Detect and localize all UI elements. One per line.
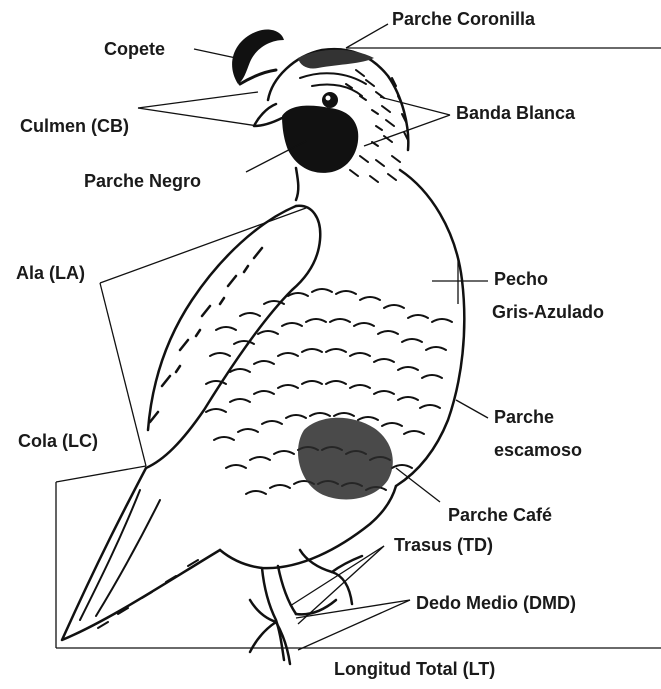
leader-escamoso — [456, 400, 488, 418]
leader-cafe — [396, 468, 440, 502]
label-trasus: Trasus (TD) — [394, 535, 493, 556]
label-ala: Ala (LA) — [16, 263, 85, 284]
leader-trasus-2 — [298, 546, 384, 624]
leader-coronilla — [346, 24, 388, 48]
leader-culmen-1 — [138, 92, 258, 108]
label-parche-negro: Parche Negro — [84, 171, 201, 192]
label-parche-escamoso-1: Parche — [494, 407, 554, 428]
label-banda-blanca: Banda Blanca — [456, 103, 575, 124]
eye — [322, 92, 338, 108]
label-culmen: Culmen (CB) — [20, 116, 129, 137]
brown-belly-patch — [298, 418, 393, 500]
white-band — [300, 73, 366, 96]
leader-ala-2 — [100, 283, 146, 466]
label-parche-cafe: Parche Café — [448, 505, 552, 526]
label-copete: Copete — [104, 39, 165, 60]
black-throat-patch — [282, 106, 358, 173]
back-outline — [148, 206, 296, 430]
beak — [254, 104, 282, 126]
label-parche-escamoso-2: escamoso — [494, 440, 582, 461]
leader-cola-1 — [56, 466, 146, 482]
label-pecho-2: Gris-Azulado — [492, 302, 604, 323]
leader-copete — [194, 49, 236, 58]
leader-culmen-2 — [138, 108, 258, 126]
label-cola: Cola (LC) — [18, 431, 98, 452]
leader-ala-1 — [100, 208, 306, 283]
tail-inner — [80, 490, 160, 620]
back-streaks — [150, 248, 262, 422]
leader-dedo-2 — [298, 600, 410, 650]
label-parche-coronilla: Parche Coronilla — [392, 9, 535, 30]
label-pecho-1: Pecho — [494, 269, 548, 290]
label-dedo-medio: Dedo Medio (DMD) — [416, 593, 576, 614]
tail-streaks — [98, 560, 198, 628]
label-longitud-total: Longitud Total (LT) — [334, 659, 495, 680]
tail-outline — [62, 468, 220, 640]
neck-front — [296, 168, 298, 200]
eye-highlight — [326, 96, 331, 101]
breast-outline — [396, 170, 464, 486]
